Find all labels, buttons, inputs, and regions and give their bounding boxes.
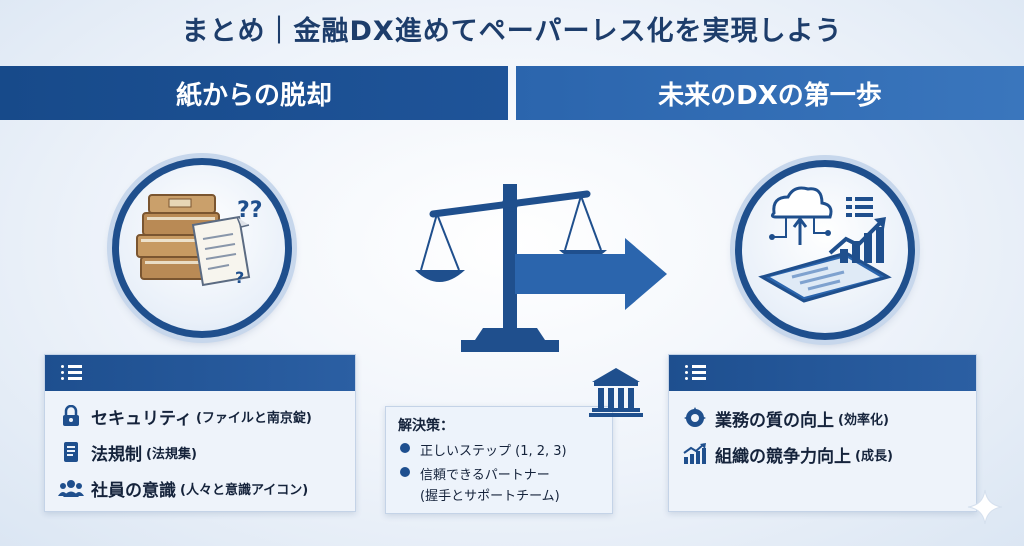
bullet-icon: [400, 443, 410, 453]
left-section-title: 紙からの脱却: [175, 80, 332, 111]
solution-item: 信頼できるパートナー: [420, 468, 550, 483]
digital-tablet-illustration: [735, 160, 915, 340]
list-item: 業務の質の向上 (効率化): [681, 403, 976, 433]
solution-title: 解決策：: [398, 418, 454, 434]
badge-icon: [681, 405, 709, 431]
left-section-header: 紙からの脱却: [0, 66, 508, 120]
item-label: 組織の競争力向上: [715, 446, 851, 467]
right-section-title: 未来のDXの第一歩: [658, 80, 882, 111]
page-title: まとめ｜金融DX進めてペーパーレス化を実現しよう: [181, 16, 843, 47]
svg-text:?: ?: [235, 268, 244, 287]
balance-scale-icon: [415, 184, 667, 352]
list-icon: [685, 365, 707, 381]
item-note: (ファイルと南京錠): [195, 410, 312, 426]
list-item: 法規制 (法規集): [57, 437, 355, 467]
benefits-card: 業務の質の向上 (効率化) 組織の競争力向上 (成長): [668, 354, 977, 512]
growth-chart-icon: [681, 441, 709, 467]
bullet-icon: [400, 467, 410, 477]
solution-item-note: (握手とサポートチーム): [420, 489, 560, 504]
svg-text:??: ??: [237, 198, 263, 223]
balance-scale-illustration: [415, 170, 675, 364]
list-item: 組織の競争力向上 (成長): [681, 439, 976, 469]
paper-files-illustration: ?? ?: [112, 158, 292, 338]
list-item: 正しいステップ (1, 2, 3): [398, 440, 612, 459]
solution-item: 正しいステップ (1, 2, 3): [420, 444, 567, 459]
item-label: 業務の質の向上: [715, 410, 834, 431]
item-note: (効率化): [838, 412, 889, 428]
item-label: 法規制: [91, 444, 142, 465]
list-icon: [61, 365, 83, 381]
paper-files-icon: ?? ?: [136, 194, 263, 287]
people-icon: [57, 475, 85, 501]
item-label: 社員の意識: [91, 480, 176, 501]
challenges-card: セキュリティ (ファイルと南京錠) 法規制 (法規集): [44, 354, 356, 512]
item-note: (成長): [855, 448, 893, 464]
item-note: (法規集): [146, 446, 197, 462]
book-icon: [57, 439, 85, 465]
lock-icon: [57, 403, 85, 429]
item-label: セキュリティ: [91, 408, 192, 429]
bank-icon: [588, 366, 644, 422]
solution-card: 解決策： 正しいステップ (1, 2, 3) 信頼できるパートナー (握手とサポ…: [385, 406, 613, 514]
list-item: 信頼できるパートナー: [398, 464, 612, 483]
benefits-card-header: [669, 355, 976, 391]
right-section-header: 未来のDXの第一歩: [516, 66, 1024, 120]
list-item: セキュリティ (ファイルと南京錠): [57, 401, 355, 431]
sparkle-icon: [966, 488, 1004, 530]
item-note: (人々と意識アイコン): [180, 482, 309, 498]
list-item: 社員の意識 (人々と意識アイコン): [57, 473, 355, 503]
cloud-tablet-icon: [758, 186, 892, 303]
challenges-card-header: [45, 355, 355, 391]
